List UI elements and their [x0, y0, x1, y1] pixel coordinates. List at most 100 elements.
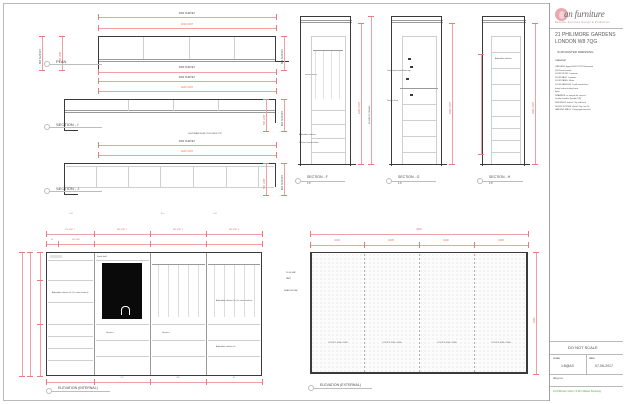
elev-ext-dim-door-1: 1005	[388, 239, 394, 242]
section-h-note-0: Adjustable shelves	[495, 58, 512, 60]
door-panel-4	[475, 254, 526, 372]
view-section-i: 4052 SURVEY 4010 UNIT 600 SURVEY 560 UNI…	[18, 76, 287, 138]
elev-ext-door-label-0: DOOR 1 1000 x 2300	[328, 342, 348, 344]
view-elevation-internal: 575 UNIT 1 986 UNIT 2 986 UNIT 3 986 UNI…	[18, 228, 270, 398]
elev-ext-dim-right: 2340	[533, 317, 536, 323]
elev-ext-dim-door-2: 1000	[443, 239, 449, 242]
title-block: an furniture Bespoke Furniture Design & …	[549, 3, 623, 401]
view-section-j: 4052 SURVEY 4010 UNIT 600 SURVEY 560 UNI…	[18, 140, 287, 202]
elev-ext-side-note-2: SHADOW GAP	[284, 290, 298, 292]
section-g-label: SECTION - G	[398, 175, 420, 179]
door-panel-1	[312, 254, 364, 372]
elev-int-dim-sub-0: 40	[50, 239, 54, 241]
elev-int-note-4: Drawers	[162, 332, 170, 334]
section-i-dim-right-inner: 560 UNIT	[263, 114, 266, 125]
elev-int-dim-sub-5: 460	[176, 377, 180, 379]
section-i-dim-top: 4052 SURVEY	[178, 76, 196, 79]
elev-int-dim-sub-2: 455 UNIT	[71, 239, 81, 241]
company-logo: an furniture Bespoke Furniture Design & …	[550, 5, 623, 27]
section-j-dim-top: 4052 SURVEY	[178, 140, 196, 143]
material-line: Leather handles (handle T45)	[555, 98, 582, 101]
elev-int-dim-unit-1: 986 UNIT 2	[116, 229, 128, 231]
elev-int-dim-unit-3: 986 UNIT 4	[228, 229, 240, 231]
material-line: DOOR BACK: Laminate	[555, 76, 577, 79]
elev-ext-label: ELEVATION (EXTERNAL)	[320, 383, 361, 387]
plan-dim-right: 600 SURVEY	[281, 48, 284, 64]
view-plan: 4052 SURVEY 4010 UNIT 600 SURVEY 560 UNI…	[18, 12, 289, 75]
elev-int-note-1: Adjustable shelves 5x (1 x extra shelves…	[216, 300, 253, 302]
file-reference: 21 Philimore Gdns / 5.28 / Master Dressi…	[553, 390, 601, 393]
material-line: GLIDES SYSTEM: Hettich Top Line XL	[555, 105, 590, 108]
date-value: 07-06-2017	[595, 364, 613, 368]
elev-int-note-3: Drawers	[106, 332, 114, 334]
section-h-label: SECTION - H	[489, 175, 511, 179]
view-arrow-mid: ←	[160, 210, 166, 216]
plan-dim-top-overall: 4052 SURVEY	[178, 12, 196, 15]
elev-ext-door-label-1: DOOR 2 1005 x 2300	[382, 342, 402, 344]
plan-label: PLAN	[56, 59, 67, 64]
section-f-dim-height: 2340 UNIT	[358, 101, 361, 114]
elev-ext-side-note-0: 20-50 GAP	[286, 272, 296, 274]
section-i-label: SECTION - I	[56, 122, 79, 127]
section-g-note-0: Countertop knockdown top	[387, 70, 411, 72]
material-line: DOOR PANEL: Mirror	[555, 80, 575, 83]
section-j-dim-right: 600 SURVEY	[281, 174, 284, 190]
elev-int-note-5: Adjustable shelves 4x	[216, 346, 236, 348]
scale-value: 1:8@A3	[561, 364, 574, 368]
section-f-marker	[295, 178, 301, 184]
view-elevation-external: 4010 1000 1005 1000 1005 DOOR 1 1000 x 2…	[284, 228, 542, 398]
section-j-dim-right-inner: 560 UNIT	[263, 178, 266, 189]
section-f-note-1: Pull out shoe brackets	[299, 142, 319, 144]
section-g-scale: 1:8	[398, 182, 402, 185]
dwg-no-label: dwg no.	[553, 376, 564, 380]
elev-int-dim-unit-2: 986 UNIT 3	[172, 229, 184, 231]
section-h-dim-height: 2340 UNIT	[532, 101, 535, 114]
material-line: frame and matching frame	[555, 87, 579, 90]
logo-tagline: Bespoke Furniture Design & Production	[555, 21, 610, 24]
plan-label-marker	[44, 61, 50, 67]
logo-mark-icon	[555, 8, 568, 21]
material-line: HANGING RAILS: Champagne brushed	[555, 109, 591, 112]
section-f-scale: 1:8	[307, 182, 311, 185]
elev-int-label: ELEVATION (INTERNAL)	[58, 386, 98, 390]
view-section-g: Countertop knockdown top Drawer front 23…	[386, 14, 468, 192]
elev-ext-dim-door-3: 1005	[498, 239, 504, 242]
material-line: finish	[555, 91, 560, 94]
material-line: (18-25mm boards)	[555, 69, 572, 72]
section-f-note-0: Adjustable shelves	[299, 134, 316, 136]
section-j-dim-top-inner: 4010 UNIT	[180, 150, 194, 153]
plan-dim-top-inner: 4010 UNIT	[180, 23, 194, 26]
view-section-h: Adjustable shelves 2340 UNIT SECTION - H…	[477, 14, 549, 192]
project-address-line2: LONDON W8 7QG	[555, 39, 598, 45]
material-line: SIDE ENDS: leather 2 lip and back	[555, 102, 586, 104]
section-h-scale: 1:8	[489, 182, 493, 185]
elev-ext-dim-overall: 4010	[416, 228, 422, 231]
section-h-marker	[477, 178, 483, 184]
elev-int-marker	[46, 388, 52, 394]
section-g-note-1: Drawer front	[387, 100, 399, 102]
material-line: DOOR HANDLES: J-pull inserted into	[555, 84, 589, 86]
elev-int-dim-unit-0: 575 UNIT 1	[64, 229, 76, 231]
view-section-f: Adjustable shelves Pull out shoe bracket…	[295, 14, 377, 192]
elev-int-dim-sub-4: 471	[120, 377, 124, 379]
section-g-marker	[386, 178, 392, 184]
elev-int-note-2: Fixed shelf	[97, 256, 107, 258]
view-arrow-left: →	[68, 210, 74, 216]
section-i-note: LIGHTWAVE FLAP ON DOUBLE TOP	[188, 133, 223, 135]
section-i-marker	[44, 124, 50, 130]
do-not-scale-note: DO NOT SCALE	[568, 345, 598, 350]
section-i-dim-top-inner: 4010 UNIT	[180, 86, 194, 89]
elev-ext-door-label-3: DOOR 4 1005 x 2300	[491, 342, 511, 344]
section-j-marker	[44, 188, 50, 194]
elev-ext-dim-door-0: 1000	[334, 239, 340, 242]
section-j-label: SECTION - J	[56, 186, 80, 191]
view-arrow-right: →	[212, 210, 218, 216]
section-i-dim-right: 600 SURVEY	[281, 110, 284, 126]
material-line: DOOR FRONT: Laminate	[555, 73, 578, 76]
elev-ext-door-label-2: DOOR 3 1000 x 2300	[437, 342, 457, 344]
elev-ext-side-note-1: PART	[286, 278, 292, 280]
date-label: date	[589, 356, 595, 360]
logo-script-text: an furniture	[564, 9, 605, 19]
material-heading: material	[555, 58, 566, 62]
